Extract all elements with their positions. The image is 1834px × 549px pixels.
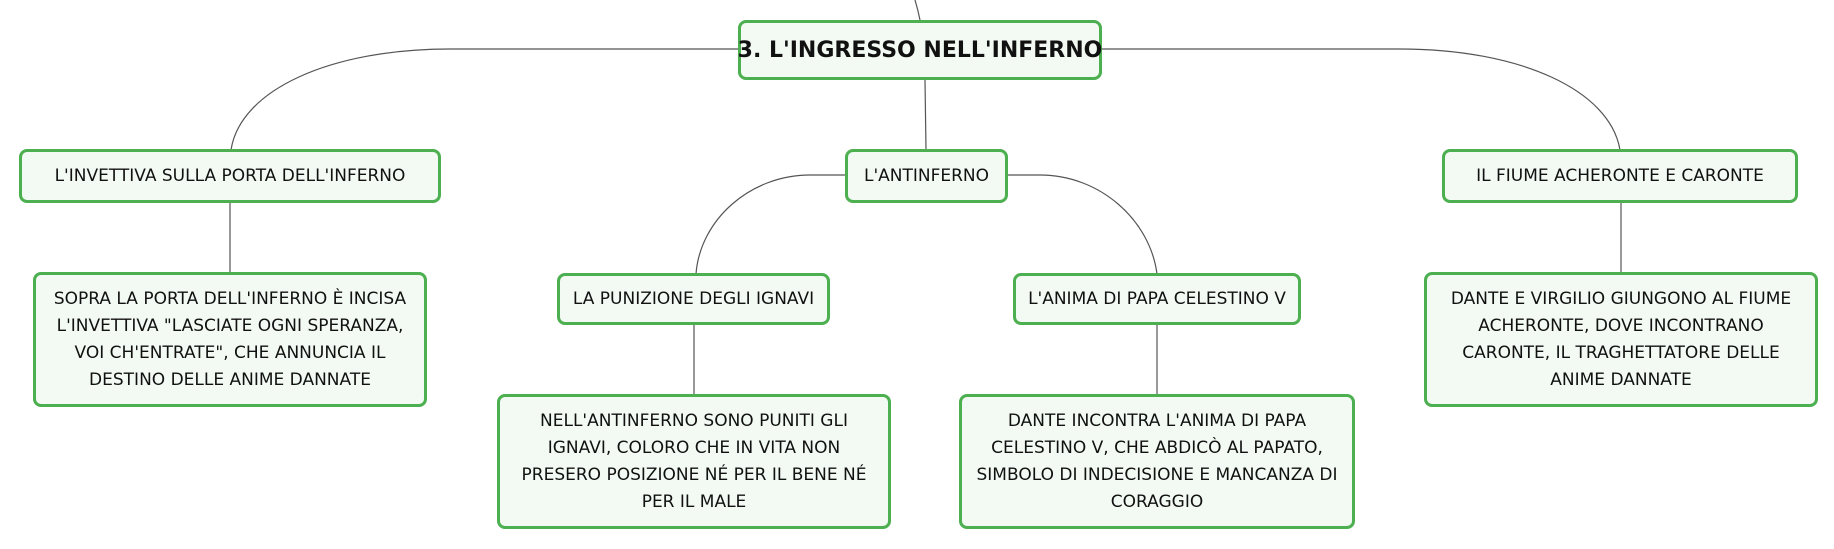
root-node[interactable]: 3. L'INGRESSO NELL'INFERNO xyxy=(738,20,1102,80)
branch-node-acheronte[interactable]: IL FIUME ACHERONTE E CARONTE xyxy=(1442,149,1798,203)
sub-node-ignavi[interactable]: LA PUNIZIONE DEGLI IGNAVI xyxy=(557,273,830,325)
detail-node-celestino[interactable]: DANTE INCONTRA L'ANIMA DI PAPA CELESTINO… xyxy=(959,394,1355,529)
connector-root-to-acheronte xyxy=(1100,48,1621,151)
detail-node-invettiva[interactable]: SOPRA LA PORTA DELL'INFERNO È INCISA L'I… xyxy=(33,272,427,407)
branch-node-invettiva[interactable]: L'INVETTIVA SULLA PORTA DELL'INFERNO xyxy=(19,149,441,203)
connector-parent-to-root xyxy=(914,0,921,21)
detail-node-ignavi[interactable]: NELL'ANTINFERNO SONO PUNITI GLI IGNAVI, … xyxy=(497,394,891,529)
branch-node-antinferno[interactable]: L'ANTINFERNO xyxy=(845,149,1008,203)
connector-antinferno-to-celestino xyxy=(1006,174,1158,275)
connector-root-to-antinferno xyxy=(924,79,927,151)
connector-antinferno-to-ignavi xyxy=(695,174,845,275)
detail-node-acheronte[interactable]: DANTE E VIRGILIO GIUNGONO AL FIUME ACHER… xyxy=(1424,272,1818,407)
sub-node-celestino[interactable]: L'ANIMA DI PAPA CELESTINO V xyxy=(1013,273,1301,325)
connector-root-to-invettiva xyxy=(230,48,738,151)
